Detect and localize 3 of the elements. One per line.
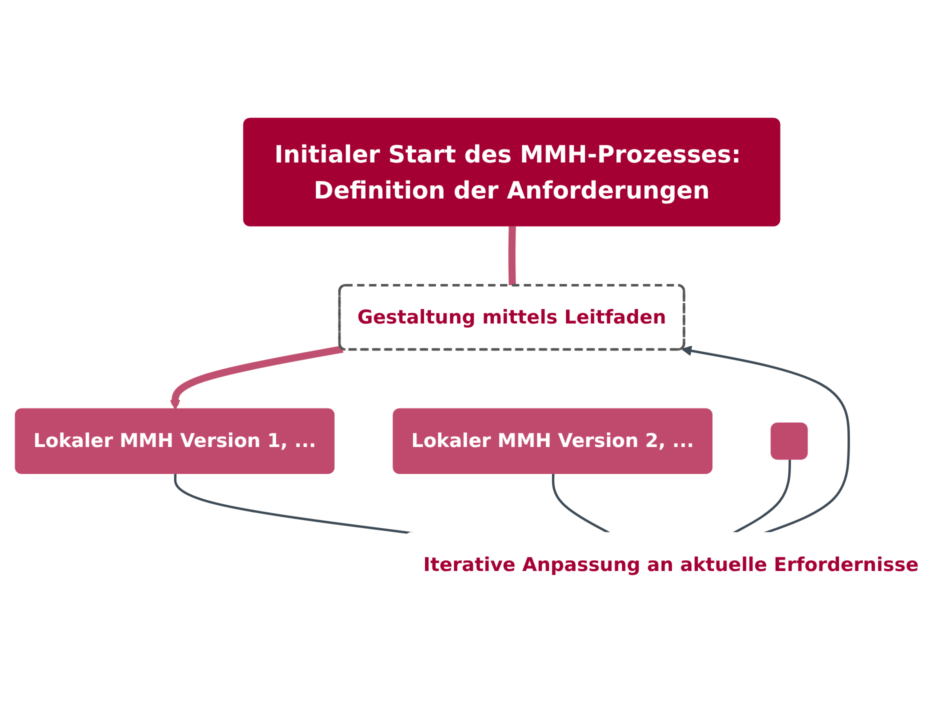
connector (508, 226, 516, 286)
node-text: Iterative Anpassung an aktuelle Erfordernisse (423, 553, 919, 576)
arrow (170, 346, 344, 410)
